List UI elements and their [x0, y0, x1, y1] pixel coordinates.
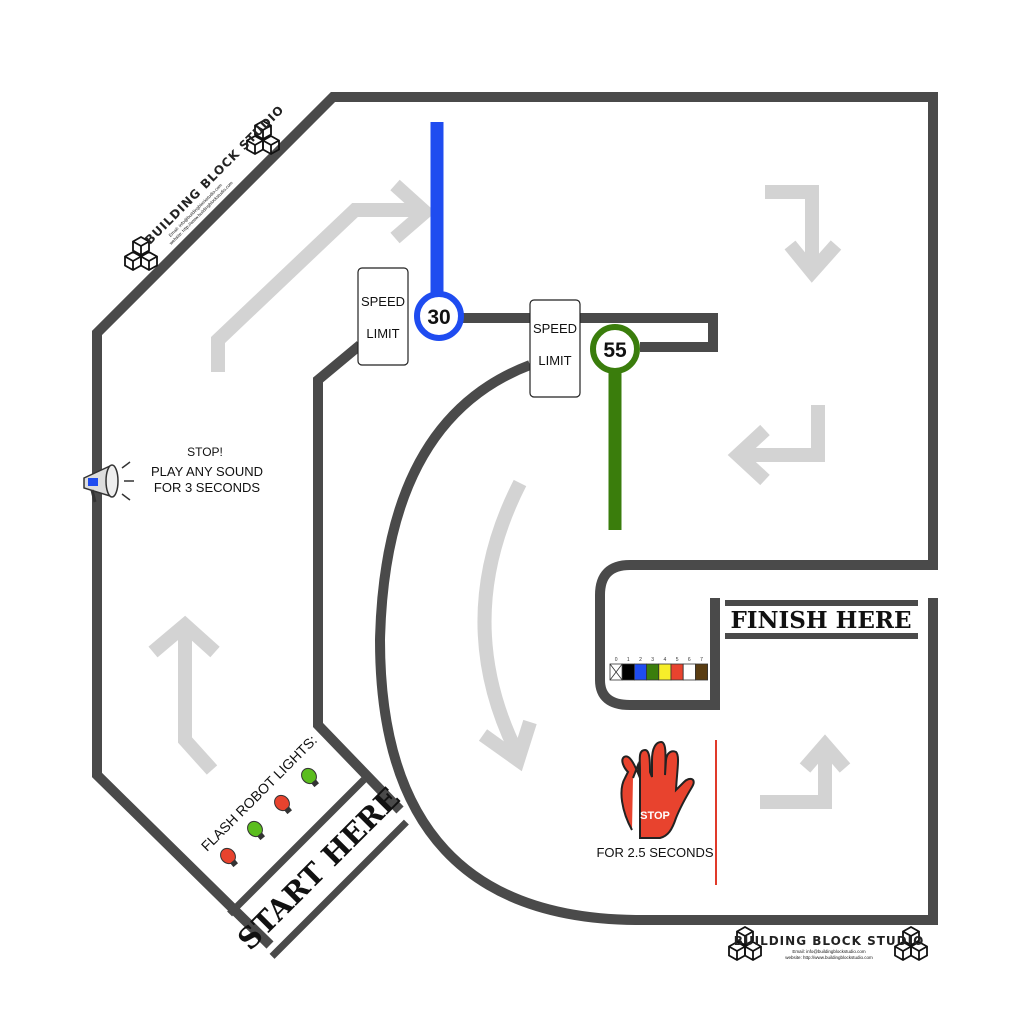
finish-pocket	[595, 560, 720, 710]
no-color-cross-icon	[609, 663, 623, 681]
legend-number: 7	[700, 657, 703, 663]
legend-swatch	[695, 663, 709, 681]
arrowhead-diagonal	[390, 179, 436, 244]
legend-swatch	[646, 663, 660, 681]
legend-number: 4	[664, 657, 667, 663]
legend-number: 1	[627, 657, 630, 663]
legend-swatch	[621, 663, 635, 681]
bulb-green-icon	[247, 820, 266, 841]
sound-task-line3: FOR 3 SECONDS	[154, 480, 261, 495]
arrow-curve	[477, 479, 527, 759]
outer-boundary	[92, 92, 938, 949]
megaphone-icon	[83, 461, 134, 503]
speed-value-55: 55	[603, 339, 627, 362]
legend-number: 2	[639, 657, 642, 663]
legend-number: 3	[651, 657, 654, 663]
legend-swatch	[682, 663, 696, 681]
arrowhead-up-left	[148, 615, 220, 658]
direction-arrows	[148, 179, 851, 809]
brand-website: website: http://www.buildingblockstudio.…	[785, 955, 873, 960]
finish-banner: FINISH HERE	[725, 600, 918, 639]
speed-limit-label-2: LIMIT	[366, 326, 399, 341]
speed-limit-label-2: LIMIT	[538, 353, 571, 368]
track-lines	[92, 92, 938, 949]
inner-curve	[374, 360, 641, 925]
stop-duration-label: FOR 2.5 SECONDS	[596, 845, 713, 860]
speed-limit-sign-55: SPEED LIMIT 55	[529, 299, 640, 398]
sound-task-stop: STOP!	[187, 445, 223, 459]
arrowhead-left	[727, 424, 770, 486]
brand-name: BUILDING BLOCK STUDIO	[142, 102, 287, 247]
speed-limit-label-1: SPEED	[533, 321, 577, 336]
branding-bottom-right: BUILDING BLOCK STUDIO Email: info@buildi…	[729, 927, 927, 960]
speed-limit-sign-30: SPEED LIMIT 30	[357, 267, 464, 366]
arrow-down-right	[765, 185, 819, 270]
brand-name: BUILDING BLOCK STUDIO	[734, 934, 925, 948]
inner-left-line	[313, 341, 404, 814]
legend-number: 6	[688, 657, 691, 663]
arrowhead-curve	[478, 719, 537, 772]
legend-number: 0	[615, 657, 618, 663]
speed-limit-label-1: SPEED	[361, 294, 405, 309]
arrow-left	[740, 405, 825, 462]
arrowhead-down-right	[784, 240, 842, 283]
inner-top-line	[455, 313, 718, 352]
legend-swatch	[658, 663, 672, 681]
bulb-red-icon	[274, 794, 293, 815]
brand-email: Email: info@buildingblockstudio.com	[792, 949, 866, 954]
branding-top-left: BUILDING BLOCK STUDIO Email: info@buildi…	[125, 102, 287, 270]
right-boundary	[640, 598, 938, 925]
arrowhead-up-right	[799, 734, 851, 773]
stop-sign-text: STOP	[640, 810, 670, 822]
arrow-up-left	[178, 625, 218, 775]
color-legend: 0 1 2 3 4 5 6 7	[609, 657, 709, 681]
start-here-label: START HERE	[231, 781, 407, 957]
legend-swatch	[670, 663, 684, 681]
sound-task-line2: PLAY ANY SOUND	[151, 464, 263, 479]
finish-here-label: FINISH HERE	[730, 607, 911, 634]
stop-hand-icon: STOP	[620, 740, 695, 839]
bulb-green-icon	[301, 767, 320, 788]
speed-value-30: 30	[427, 306, 450, 329]
arrow-up-right	[760, 745, 832, 809]
legend-swatch	[634, 663, 648, 681]
legend-number: 5	[676, 657, 679, 663]
bulb-red-icon	[220, 847, 239, 868]
arrow-diagonal	[211, 203, 420, 372]
light-bulbs	[220, 767, 320, 868]
